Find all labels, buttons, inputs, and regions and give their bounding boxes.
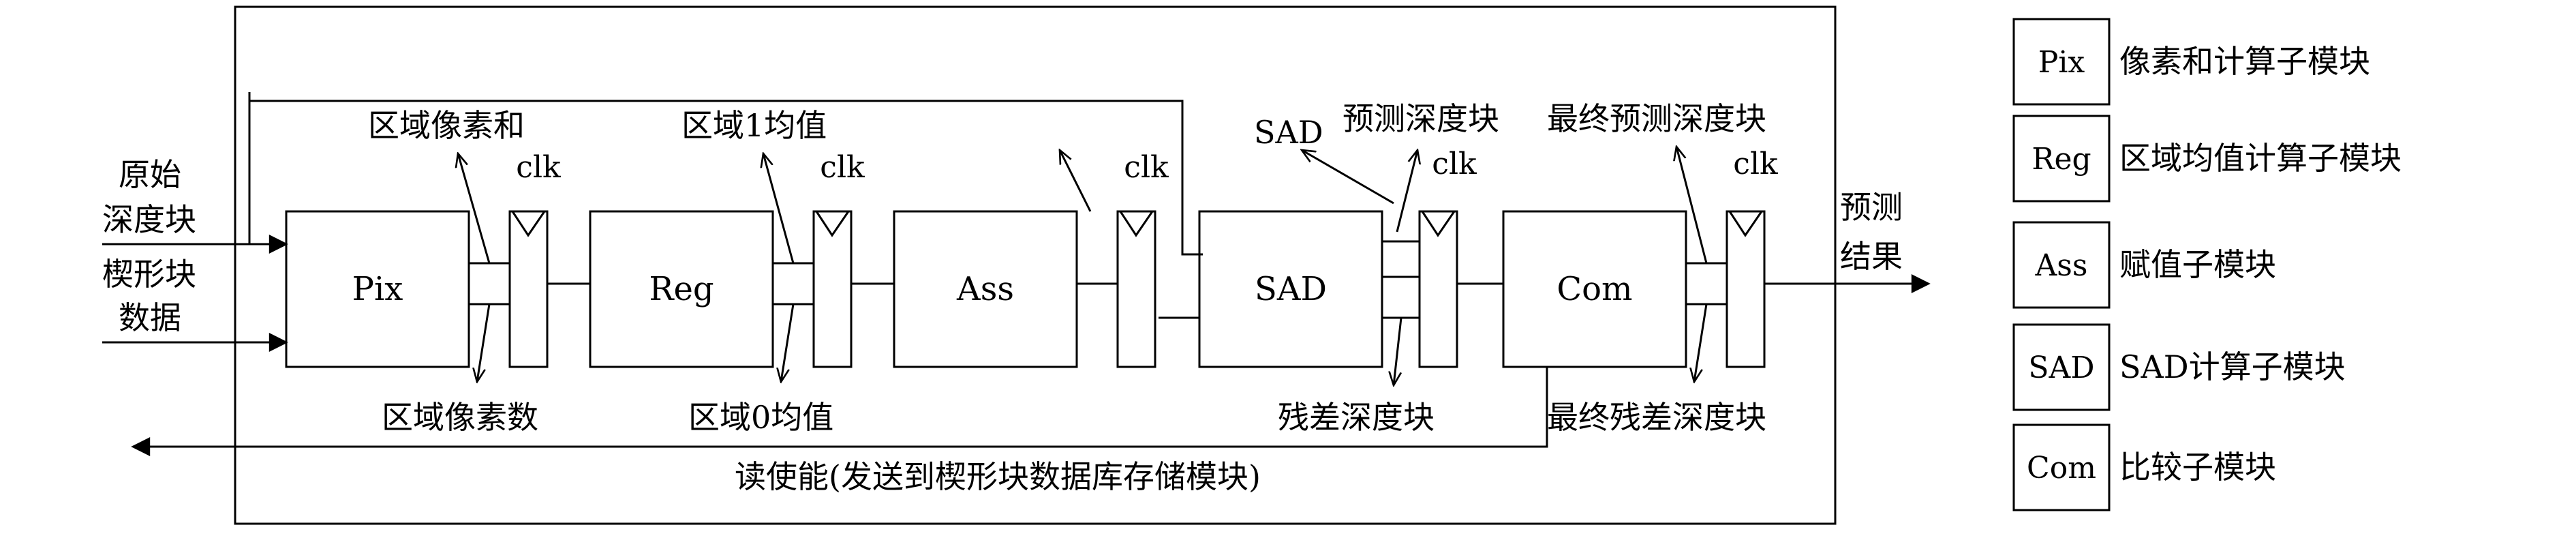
legend-desc-reg: 区域均值计算子模块 bbox=[2119, 140, 2402, 177]
register-2 bbox=[812, 210, 853, 368]
region-pixel-count-label: 区域像素数 bbox=[382, 399, 538, 436]
clk-label-2: clk bbox=[820, 150, 865, 185]
legend-box-reg bbox=[2012, 115, 2111, 203]
legend-desc-pix: 像素和计算子模块 bbox=[2119, 43, 2370, 80]
bus-pix bbox=[467, 262, 511, 306]
legend-abbr-sad: SAD bbox=[2028, 351, 2094, 385]
bus-com bbox=[1685, 262, 1728, 306]
legend-box-com bbox=[2012, 423, 2111, 511]
depth-input-label-1: 原始 bbox=[119, 156, 181, 193]
final-pred-depth-block-label: 最终预测深度块 bbox=[1547, 100, 1766, 137]
ass-block bbox=[893, 210, 1078, 368]
clk-label-5: clk bbox=[1733, 147, 1778, 181]
region-pixel-sum-label: 区域像素和 bbox=[368, 107, 525, 144]
legend-abbr-reg: Reg bbox=[2031, 142, 2091, 177]
legend-desc-sad: SAD计算子模块 bbox=[2119, 348, 2346, 385]
final-residual-depth-block-label: 最终残差深度块 bbox=[1547, 399, 1766, 436]
bus-reg bbox=[771, 262, 815, 306]
register-5 bbox=[1726, 210, 1766, 368]
reg-label: Reg bbox=[649, 270, 714, 308]
legend-desc-ass: 赋值子模块 bbox=[2119, 246, 2276, 283]
legend-box-ass bbox=[2012, 221, 2111, 309]
legend-desc-com: 比较子模块 bbox=[2119, 449, 2276, 486]
wedge-input-label-2: 数据 bbox=[119, 299, 181, 336]
outer-frame bbox=[234, 5, 1837, 525]
register-3 bbox=[1116, 210, 1156, 368]
com-label: Com bbox=[1557, 270, 1632, 308]
legend-abbr-com: Com bbox=[2027, 451, 2096, 486]
register-1 bbox=[508, 210, 549, 368]
depth-input-label-2: 深度块 bbox=[102, 201, 196, 238]
output-label-1: 预测 bbox=[1840, 189, 1903, 226]
region1-mean-label: 区域1均值 bbox=[681, 107, 827, 144]
wedge-input-label-1: 楔形块 bbox=[102, 256, 196, 293]
register-4 bbox=[1418, 210, 1458, 368]
read-enable-label: 读使能(发送到楔形块数据库存储模块) bbox=[735, 458, 1261, 495]
legend-abbr-ass: Ass bbox=[2035, 248, 2088, 283]
pred-depth-block-label: 预测深度块 bbox=[1343, 100, 1499, 137]
read-enable-path bbox=[131, 367, 1548, 456]
residual-depth-block-label: 残差深度块 bbox=[1278, 399, 1435, 436]
legend-box-sad bbox=[2012, 323, 2111, 411]
pix-label: Pix bbox=[352, 270, 403, 308]
legend-box-pix bbox=[2012, 18, 2111, 106]
region0-mean-label: 区域0均值 bbox=[688, 399, 833, 436]
clk-label-1: clk bbox=[516, 150, 561, 185]
bus-sad bbox=[1381, 276, 1421, 319]
sad-label: SAD bbox=[1255, 270, 1327, 308]
output-label-2: 结果 bbox=[1840, 238, 1903, 275]
ass-label: Ass bbox=[956, 270, 1014, 308]
legend-abbr-pix: Pix bbox=[2038, 45, 2085, 80]
sad-signal-label: SAD bbox=[1254, 114, 1323, 151]
clk-label-4: clk bbox=[1432, 147, 1477, 181]
clk-label-3: clk bbox=[1124, 150, 1169, 185]
